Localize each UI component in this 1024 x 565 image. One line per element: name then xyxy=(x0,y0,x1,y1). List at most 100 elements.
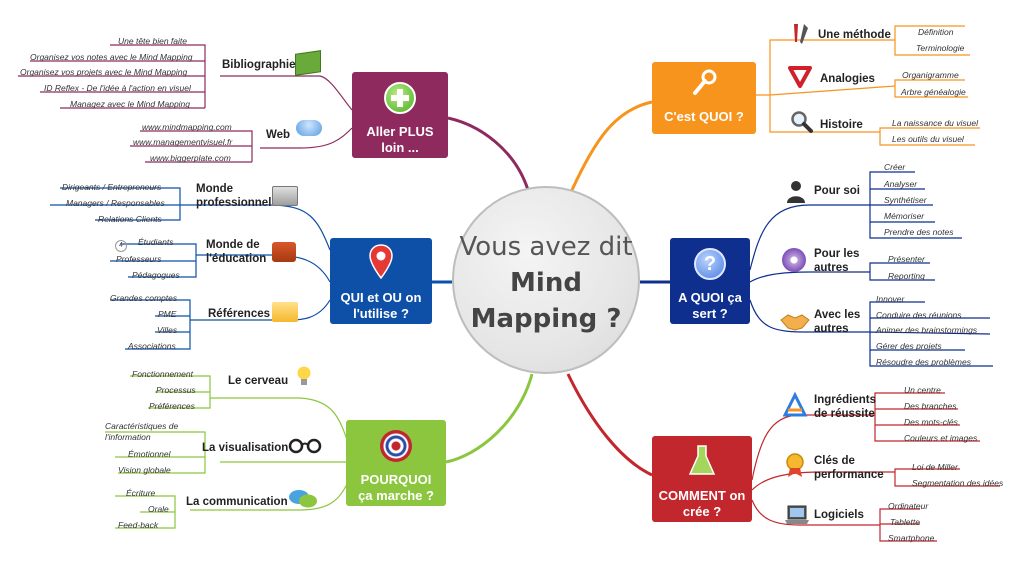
leaf-preferences[interactable]: Préférences xyxy=(149,401,195,411)
branch-line-comment xyxy=(566,373,653,477)
leaf-synthetiser[interactable]: Synthétiser xyxy=(884,195,927,205)
sub-pour-les-autres[interactable]: Pour les autres xyxy=(814,248,860,274)
central-line-2: Mind xyxy=(510,268,582,298)
leaf-loi-miller[interactable]: Loi de Miller xyxy=(912,462,958,472)
leaf-naissance-visuel[interactable]: La naissance du visuel xyxy=(892,118,979,128)
leaf-pme[interactable]: PME xyxy=(158,309,177,319)
question-icon: ? xyxy=(694,248,726,280)
leaf-resoudre-problemes[interactable]: Résoudre des problèmes xyxy=(876,357,971,367)
leaf-relations-clients[interactable]: Relations Clients xyxy=(98,214,162,224)
glasses-icon xyxy=(288,436,322,459)
briefcase-icon xyxy=(272,186,298,206)
leaf-fonctionnement[interactable]: Fonctionnement xyxy=(132,369,193,379)
sub-la-communication[interactable]: La communication xyxy=(186,496,288,508)
leaf-terminologie[interactable]: Terminologie xyxy=(916,43,965,53)
branch-comment[interactable]: COMMENT on crée ? xyxy=(652,436,752,522)
leaf-organisez-notes[interactable]: Organisez vos notes avec le Mind Mapping xyxy=(30,52,193,62)
branch-qui-title: QUI et OU on l'utilise ? xyxy=(340,290,422,321)
speech-bubbles-icon xyxy=(288,488,318,515)
sub-ingredients-reussite[interactable]: Ingrédients de réussite xyxy=(814,394,876,420)
leaf-couleurs-images[interactable]: Couleurs et images xyxy=(904,433,978,443)
leaf-organigramme[interactable]: Organigramme xyxy=(902,70,959,80)
leaf-smartphone[interactable]: Smartphone xyxy=(888,533,935,543)
branch-aller-plus-loin[interactable]: Aller PLUS loin ... xyxy=(352,72,448,158)
sub-histoire[interactable]: Histoire xyxy=(820,119,863,131)
leaf-processus[interactable]: Processus xyxy=(156,385,196,395)
leaf-pedagogues[interactable]: Pédagogues xyxy=(132,270,180,280)
leaf-managementvisuel[interactable]: www.managementvisuel.fr xyxy=(133,137,233,147)
leaf-segmentation-idees[interactable]: Segmentation des idées xyxy=(912,478,1004,488)
leaf-arbre-genealogie[interactable]: Arbre généalogie xyxy=(901,87,966,97)
leaf-gerer-projets[interactable]: Gérer des projets xyxy=(876,341,942,351)
leaf-dirigeants[interactable]: Dirigeants / Entrepreneurs xyxy=(62,182,162,192)
sub-logiciels[interactable]: Logiciels xyxy=(814,509,864,521)
branch-aquoi-title: A QUOI ça sert ? xyxy=(678,290,742,321)
branch-comment-title: COMMENT on crée ? xyxy=(658,488,746,519)
leaf-emotionnel[interactable]: Émotionnel xyxy=(128,449,171,459)
leaf-tablette[interactable]: Tablette xyxy=(890,517,920,527)
leaf-ordinateur[interactable]: Ordinateur xyxy=(888,501,929,511)
leaf-villes[interactable]: Villes xyxy=(157,325,178,335)
leaf-innover[interactable]: Innover xyxy=(876,294,905,304)
branch-line-cestquoi xyxy=(570,100,653,191)
branch-pourquoi[interactable]: POURQUOI ça marche ? xyxy=(346,420,446,506)
sub-pour-soi[interactable]: Pour soi xyxy=(814,185,861,197)
count-badge: 4 xyxy=(115,240,127,252)
leaf-orale[interactable]: Orale xyxy=(148,504,169,514)
leaf-managez[interactable]: Managez avec le Mind Mapping xyxy=(70,99,191,109)
leaf-grandes-comptes[interactable]: Grandes comptes xyxy=(110,293,178,303)
leaf-reporting[interactable]: Reporting xyxy=(888,271,925,281)
central-line-3: Mapping ? xyxy=(470,304,622,334)
leaf-id-reflex[interactable]: ID Reflex - De l'idée à l'action en visu… xyxy=(44,83,191,93)
sub-le-cerveau[interactable]: Le cerveau xyxy=(228,375,289,387)
leaf-definition[interactable]: Définition xyxy=(918,27,954,37)
leaf-memoriser[interactable]: Mémoriser xyxy=(884,211,925,221)
leaf-un-centre[interactable]: Un centre xyxy=(904,385,941,395)
sub-avec-les-autres[interactable]: Avec les autres xyxy=(814,309,861,335)
flask-icon xyxy=(688,444,716,478)
school-bag-icon xyxy=(272,242,296,262)
leaf-associations[interactable]: Associations xyxy=(128,341,176,351)
lightbulb-icon xyxy=(296,366,312,393)
wrench-icon xyxy=(689,68,719,98)
sub-une-methode[interactable]: Une méthode xyxy=(818,29,891,41)
leaf-creer[interactable]: Créer xyxy=(884,162,906,172)
branch-a-quoi[interactable]: ? A QUOI ça sert ? xyxy=(670,238,750,324)
leaf-prendre-notes[interactable]: Prendre des notes xyxy=(884,227,954,237)
leaf-conduire-reunions[interactable]: Conduire des réunions xyxy=(876,310,962,320)
sub-references[interactable]: Références xyxy=(208,308,271,320)
leaf-des-branches[interactable]: Des branches xyxy=(904,401,957,411)
sub-analogies[interactable]: Analogies xyxy=(820,73,875,85)
central-line-1: Vous avez dit xyxy=(459,232,633,262)
magnifier-icon xyxy=(790,110,814,139)
leaf-etudiants[interactable]: Étudiants xyxy=(138,237,174,247)
leaf-ecriture[interactable]: Écriture xyxy=(126,488,156,498)
leaf-analyser[interactable]: Analyser xyxy=(884,179,918,189)
leaf-vision-globale[interactable]: Vision globale xyxy=(118,465,171,475)
leaf-caracteristiques-info[interactable]: Caractéristiques de l'information xyxy=(105,421,179,442)
sub-web[interactable]: Web xyxy=(266,129,291,141)
sub-la-visualisation[interactable]: La visualisation xyxy=(202,442,289,454)
location-pin-icon xyxy=(368,244,394,280)
leaf-animer-brainstormings[interactable]: Animer des brainstormings xyxy=(876,325,978,335)
leaf-outils-visuel[interactable]: Les outils du visuel xyxy=(892,134,964,144)
leaf-organisez-projets[interactable]: Organisez vos projets avec le Mind Mappi… xyxy=(20,67,188,77)
laptop-icon xyxy=(784,504,810,531)
leaf-mindmapping-com[interactable]: www.mindmapping.com xyxy=(142,122,232,132)
leaf-biggerplate[interactable]: www.biggerplate.com xyxy=(150,153,231,163)
sub-bibliographie[interactable]: Bibliographie xyxy=(222,59,296,71)
branch-line-aller xyxy=(447,116,530,191)
leaf-des-mots-cles[interactable]: Des mots-clés xyxy=(904,417,958,427)
leaf-feed-back[interactable]: Feed-back xyxy=(118,520,159,530)
leaf-presenter[interactable]: Présenter xyxy=(888,254,925,264)
leaf-une-tete-bien-faite[interactable]: Une tête bien faite xyxy=(118,36,187,46)
leaf-professeurs[interactable]: Professeurs xyxy=(116,254,162,264)
sub-monde-professionnel[interactable]: Monde professionnel xyxy=(196,183,272,209)
branch-qui-et-ou[interactable]: QUI et OU on l'utilise ? xyxy=(330,238,432,324)
branch-cest-quoi[interactable]: C'est QUOI ? xyxy=(652,62,756,134)
leaf-managers[interactable]: Managers / Responsables xyxy=(66,198,165,208)
sub-monde-education[interactable]: Monde de l'éducation xyxy=(206,239,267,265)
central-topic[interactable]: Vous avez dit Mind Mapping ? xyxy=(452,186,640,374)
sub-cles-performance[interactable]: Clés de performance xyxy=(814,455,884,481)
